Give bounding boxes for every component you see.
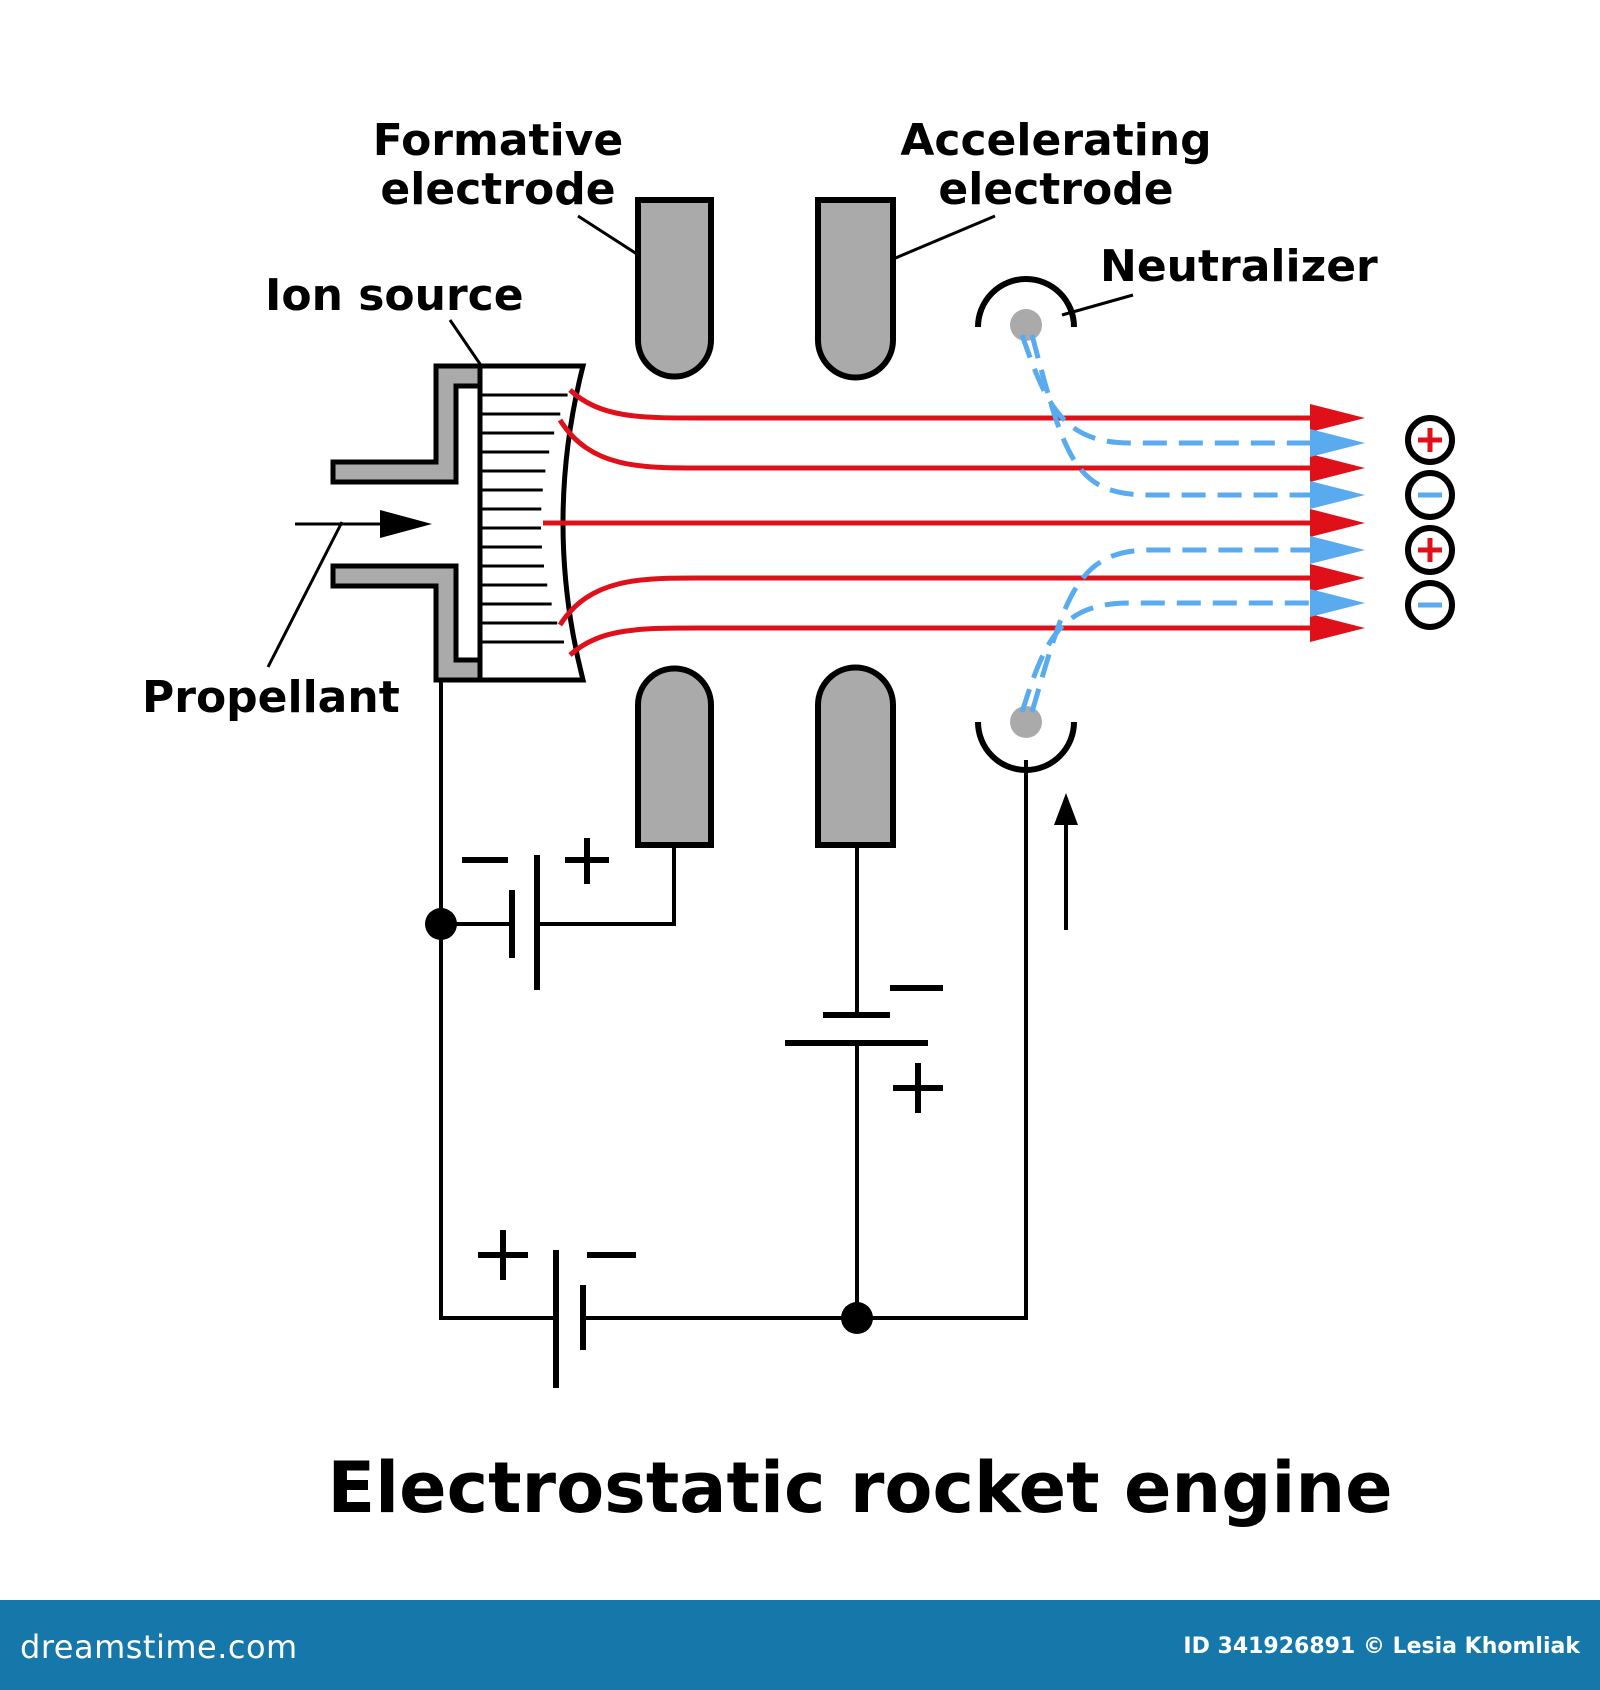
arrow-icon <box>1310 481 1365 509</box>
accelerating-electrode-bottom <box>815 664 896 848</box>
neutralizer-label: Neutralizer <box>1100 241 1378 292</box>
plus-icon <box>893 1063 943 1113</box>
footer-brand[interactable]: dreamstime.com <box>20 1628 298 1666</box>
electron-beam-2 <box>1029 334 1320 498</box>
arrow-icon <box>1310 454 1365 482</box>
ion-beam-4 <box>557 575 1320 627</box>
neutralizer-top <box>975 276 1077 341</box>
charge-particles <box>1405 415 1455 630</box>
footer-bar: dreamstime.com ID 341926891 © Lesia Khom… <box>0 1600 1600 1690</box>
plus-icon <box>1418 538 1442 562</box>
positive-ion-particle <box>1405 525 1455 575</box>
battery-accelerating <box>785 1012 928 1046</box>
accelerating-electrode-top <box>815 197 896 381</box>
arrow-icon <box>1310 589 1365 617</box>
arrow-icon <box>1310 429 1365 457</box>
electron-beam-4 <box>1019 600 1320 713</box>
ion-beam-1 <box>568 388 1320 421</box>
battery-main <box>553 1250 586 1388</box>
formative-label-line1: Formative <box>373 115 623 166</box>
ion-beams <box>543 388 1320 657</box>
ion-source-label: Ion source <box>265 270 524 321</box>
propellant-label: Propellant <box>142 672 400 723</box>
plus-icon <box>565 838 609 884</box>
arrow-icon <box>1054 793 1078 825</box>
polarity-symbols <box>462 838 943 1280</box>
ion-beam-arrowheads <box>1310 404 1365 642</box>
electron-beams <box>1019 334 1320 713</box>
diagram-title: Electrostatic rocket engine <box>327 1447 1392 1529</box>
ion-beam-5 <box>568 625 1320 657</box>
arrow-icon <box>1310 509 1365 537</box>
accelerating-label-line2: electrode <box>938 164 1173 215</box>
formative-label-line2: electrode <box>380 164 615 215</box>
plus-icon <box>1418 428 1442 452</box>
formative-electrode-bottom <box>635 665 714 848</box>
electron-particle <box>1405 580 1455 630</box>
electron-particle <box>1405 470 1455 520</box>
ion-source-grid <box>480 393 568 644</box>
junction-node <box>425 908 457 940</box>
electron-beam-3 <box>1029 547 1320 713</box>
ion-beam-2 <box>557 418 1320 471</box>
current-direction-arrow <box>1054 793 1078 930</box>
positive-ion-particle <box>1405 415 1455 465</box>
footer-credit: ID 341926891 © Lesia Khomliak <box>1183 1634 1580 1659</box>
electron-beam-1 <box>1019 334 1320 446</box>
junction-node <box>841 1302 873 1334</box>
arrow-icon <box>1310 564 1365 592</box>
ion-source-housing <box>330 363 587 683</box>
arrow-icon <box>1310 536 1365 564</box>
arrow-icon <box>1310 614 1365 642</box>
propellant-inlet-arrow <box>295 510 432 538</box>
arrow-icon <box>1310 404 1365 432</box>
circuit-wires <box>439 682 1028 1320</box>
accelerating-label-line1: Accelerating <box>900 115 1211 166</box>
formative-electrode-top <box>635 197 714 380</box>
battery-formative <box>509 855 540 990</box>
plus-icon <box>478 1230 528 1280</box>
circuit-junctions <box>425 908 873 1334</box>
electron-beam-arrowheads <box>1310 429 1365 617</box>
